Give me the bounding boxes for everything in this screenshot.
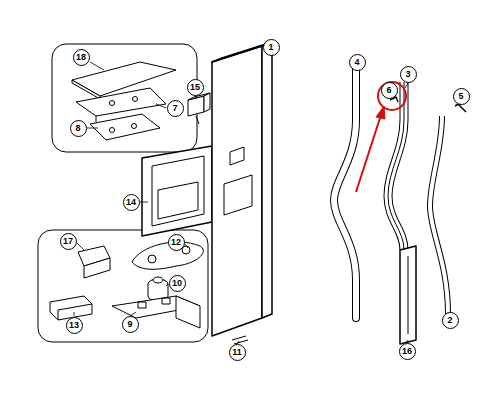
highlight-arrowhead — [376, 106, 385, 119]
door-edge — [262, 42, 272, 318]
wire — [196, 116, 199, 124]
highlight-arrow — [356, 115, 381, 192]
edge — [58, 310, 59, 320]
door-panel — [212, 46, 262, 336]
highlight-circle — [378, 82, 406, 110]
callout-number: 4 — [349, 54, 366, 71]
callout-number: 11 — [229, 344, 246, 361]
bracket-part — [84, 258, 110, 278]
callout-number: 15 — [187, 79, 204, 96]
dispenser-frame — [158, 182, 198, 219]
callout-number: 7 — [167, 100, 184, 117]
hole — [133, 97, 138, 102]
callout-number: 10 — [169, 275, 186, 292]
slot — [138, 302, 146, 308]
callout-number: 9 — [122, 316, 139, 333]
door-handle — [334, 64, 356, 318]
dispenser-frame — [142, 146, 212, 236]
door-handle — [334, 64, 356, 318]
callout-number: 16 — [399, 343, 416, 360]
hinge-plate — [76, 88, 166, 116]
hole — [132, 124, 137, 129]
group-box — [52, 44, 197, 152]
side-trim — [430, 116, 448, 314]
lower-trim — [400, 246, 416, 344]
callout-number: 8 — [70, 120, 87, 137]
callout-number: 3 — [400, 66, 417, 83]
hinge-bracket — [176, 296, 200, 328]
callout-number: 17 — [60, 233, 77, 250]
dispenser-opening — [224, 175, 252, 215]
pin — [96, 116, 97, 122]
callout-number: 13 — [66, 317, 83, 334]
hinge-part — [132, 242, 203, 269]
callout-number: 6 — [381, 82, 398, 99]
shelf-part — [72, 80, 100, 99]
hinge-pin — [232, 336, 248, 344]
callout-number: 1 — [263, 39, 280, 56]
hinge-plate — [90, 114, 160, 140]
callout-number: 18 — [73, 49, 90, 66]
switch-part — [204, 93, 210, 112]
group-box — [38, 230, 208, 342]
edge — [408, 256, 409, 334]
callout-number: 12 — [168, 234, 185, 251]
edge — [58, 304, 92, 310]
hole — [110, 128, 115, 133]
callout-number: 14 — [123, 194, 140, 211]
switch-opening — [230, 147, 244, 165]
hole — [148, 255, 156, 263]
bushing — [153, 277, 163, 283]
hole — [110, 101, 115, 106]
side-trim — [430, 116, 448, 314]
slot — [162, 298, 170, 304]
dispenser-frame — [152, 156, 204, 226]
callout-number: 2 — [442, 312, 459, 329]
callout-number: 5 — [453, 88, 470, 105]
leader-lines — [74, 46, 461, 344]
